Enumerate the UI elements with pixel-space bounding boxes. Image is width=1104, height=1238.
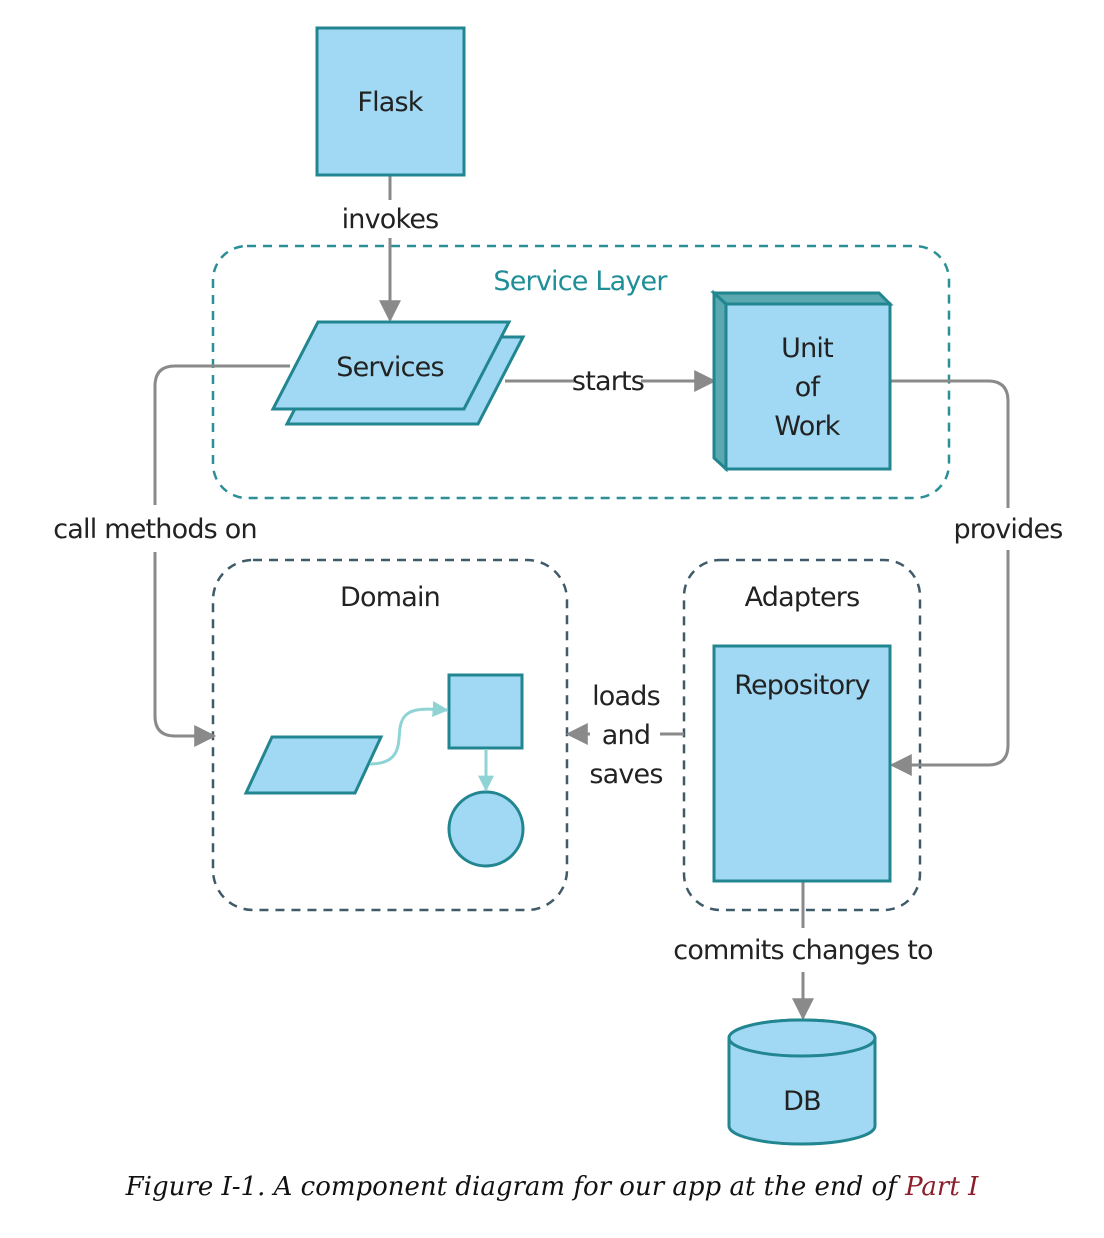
- figure-caption: Figure I-1. A component diagram for our …: [0, 1172, 1104, 1202]
- flask-label: Flask: [357, 87, 423, 118]
- caption-text: Figure I-1. A component diagram for our …: [125, 1172, 906, 1202]
- and-label: and: [602, 720, 650, 751]
- uow-node-side: [712, 289, 728, 473]
- domain-parallelogram-shape: [243, 735, 384, 795]
- repository-node: [712, 644, 892, 883]
- repository-label: Repository: [734, 670, 870, 701]
- starts-label: starts: [572, 366, 644, 397]
- invokes-label: invokes: [342, 204, 439, 235]
- db-label: DB: [783, 1086, 821, 1117]
- domain-label: Domain: [340, 582, 440, 613]
- domain-circle-shape: [447, 790, 525, 868]
- loads-label: loads: [592, 681, 660, 712]
- adapters-label: Adapters: [745, 582, 860, 613]
- saves-label: saves: [589, 759, 662, 790]
- uow-node-top: [710, 291, 894, 306]
- uow-node: [724, 302, 892, 471]
- part-i-link[interactable]: Part I: [905, 1172, 979, 1202]
- services-node: [270, 320, 512, 411]
- commits-changes-to-label: commits changes to: [673, 935, 933, 966]
- service-layer-label: Service Layer: [493, 266, 668, 297]
- uow-label-line1: Unit: [781, 333, 833, 364]
- provides-label: provides: [953, 514, 1062, 545]
- db-node-top: [727, 1018, 877, 1058]
- domain-square-shape: [447, 673, 524, 750]
- call-methods-arrow: [153, 364, 290, 736]
- provides-arrow: [890, 379, 1010, 765]
- domain-curved-arrow: [369, 701, 449, 766]
- call-methods-on-label: call methods on: [53, 514, 257, 545]
- services-label: Services: [336, 352, 443, 383]
- uow-label-line3: Work: [774, 411, 840, 442]
- flask-node: [315, 26, 466, 177]
- uow-label-line2: of: [795, 372, 822, 403]
